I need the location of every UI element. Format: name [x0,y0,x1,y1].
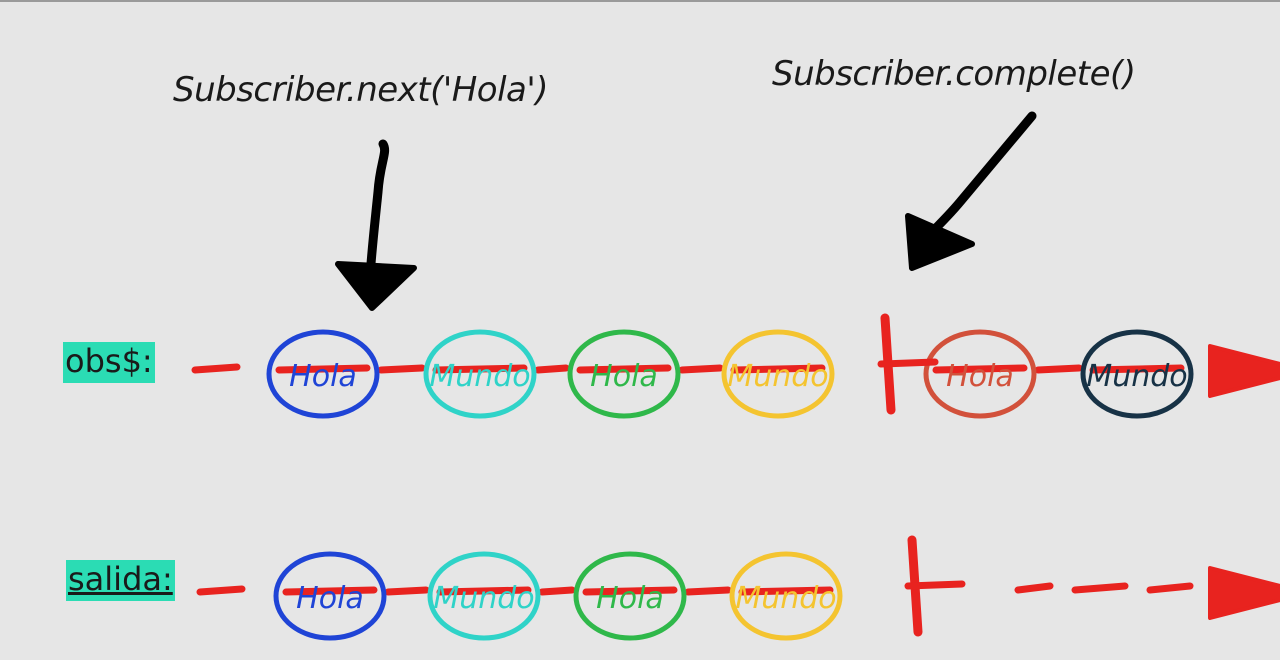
arrow-complete-head [905,213,975,271]
pointer-arrows [335,111,1037,311]
timeline-dash [582,586,678,596]
annotation-next: Subscriber.next('Hola') [173,70,549,110]
marble-hola: Hola [273,551,387,641]
timeline-dash [282,586,378,596]
marble-circle [427,551,541,641]
marble-label: Mundo [735,581,836,616]
timeline-dash [1146,582,1194,594]
timeline-dash [576,364,672,374]
marble-hola: Hola [567,329,681,419]
timeline-dash [377,364,426,374]
timeline-arrowhead [1208,344,1280,398]
marble-mundo: Mundo [1080,329,1194,419]
timeline-dash [275,364,371,374]
timeline-dash [191,363,241,374]
marble-mundo: Mundo [729,551,843,641]
stream-row: Hola Mundo Hola Mundo [196,535,1280,641]
timeline-dash [1034,364,1083,374]
marble-circle [266,329,380,419]
marble-circle [567,329,681,419]
marble-label: Mundo [429,359,530,394]
marble-circle [1080,329,1194,419]
timeline-dash [534,364,570,374]
marble-label: Hola [289,359,357,394]
timeline-dash [678,364,724,374]
marble-circle [729,551,843,641]
annotation-complete: Subscriber.complete() [772,54,1136,94]
marble-circle [273,551,387,641]
marble-circle [573,551,687,641]
marble-hola: Hola [573,551,687,641]
timeline-arrowhead [1208,566,1280,620]
timeline-dash [684,586,732,596]
marble-hola: Hola [266,329,380,419]
timeline-dash [1089,364,1185,374]
timeline-dash [1014,582,1054,594]
marble-circle [423,329,537,419]
marble-circle [721,329,835,419]
timeline-dash [538,586,576,596]
marble-label: Hola [946,359,1014,394]
stream-row: Hola Mundo Hola Mundo Hola Mundo [191,313,1280,419]
marble-label: Mundo [1086,359,1187,394]
arrow-next-shaft [365,139,390,282]
stream-label-obs: obs$: [63,342,155,384]
timeline-dash [1071,582,1129,594]
timeline-dash [877,358,939,368]
marble-hola: Hola [923,329,1037,419]
timeline-dash [730,364,826,374]
timeline-dash [932,364,1028,374]
marble-label: Mundo [727,359,828,394]
marble-label: Hola [590,359,658,394]
marble-mundo: Mundo [423,329,537,419]
marble-mundo: Mundo [427,551,541,641]
arrow-complete-shaft [925,111,1037,239]
marble-mundo: Mundo [721,329,835,419]
timeline-dash [196,585,246,596]
timeline-dash [904,580,966,590]
marble-label: Hola [296,581,364,616]
marble-label: Mundo [433,581,534,616]
arrow-next-head [335,261,417,311]
timeline-dash [436,586,532,596]
marble-label: Hola [596,581,664,616]
timeline-dash [384,586,430,596]
stream-label-salida: salida: [66,560,175,602]
timeline-dash [432,364,528,374]
marble-circle [923,329,1037,419]
timeline-dash [738,586,834,596]
